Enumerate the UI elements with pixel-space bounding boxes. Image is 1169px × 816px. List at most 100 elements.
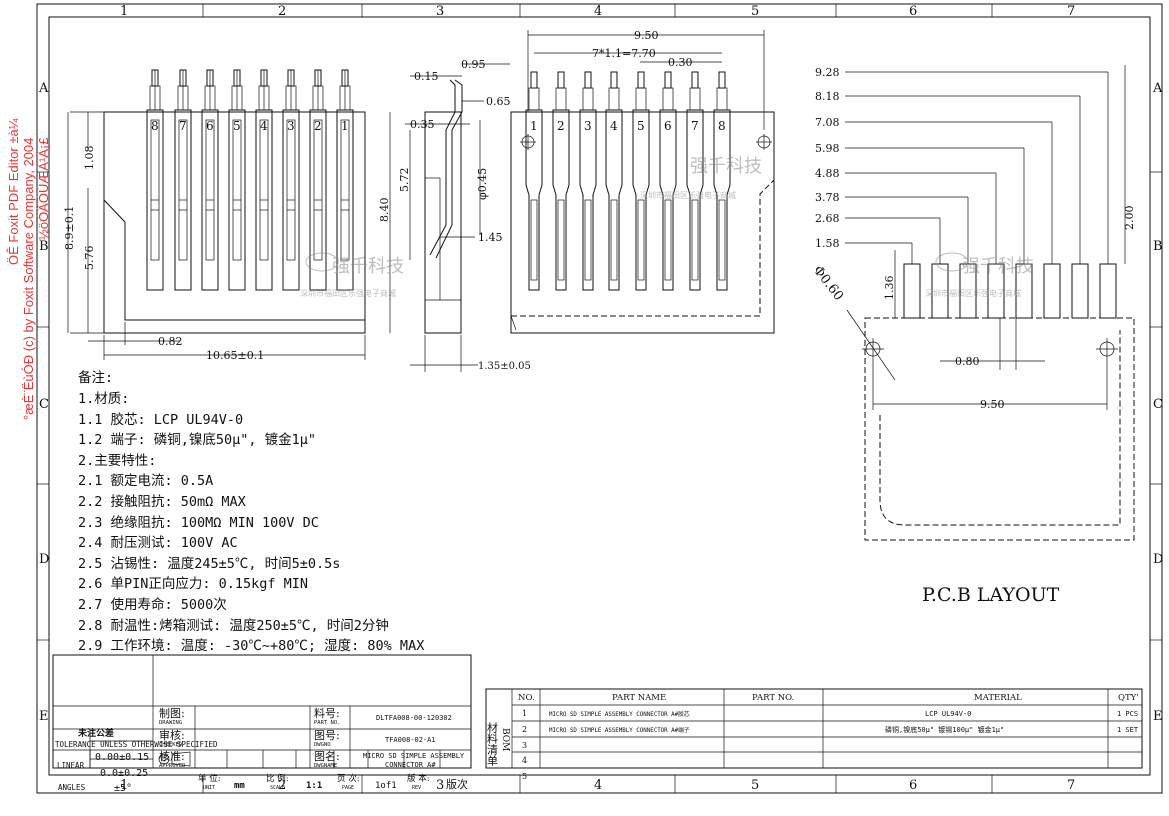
row-label-right: D — [1153, 552, 1163, 567]
bom-header-material: MATERIAL — [974, 693, 1022, 703]
pin-label: 3 — [584, 119, 592, 133]
pin-label: 2 — [557, 119, 565, 133]
pin: 8 — [713, 71, 731, 291]
bom-cell-material: 磷铜,镍底50μ" 镀锡100μ" 镀金1μ" — [885, 725, 1004, 734]
note-line: 2.2 接触阻抗: 50mΩ MAX — [78, 494, 246, 510]
pcb-pad — [903, 263, 921, 319]
bom-cell-name: MICRO SD SIMPLE ASSEMBLY CONNECTOR A#胶芯 — [549, 710, 690, 718]
bom-cell-material: LCP UL94V-0 — [925, 710, 971, 718]
dim-top-950: 9.50 — [634, 29, 659, 42]
side-view: 0.15 0.95 0.65 0.35 5.72 8.40 φ0.45 1.45… — [378, 58, 531, 372]
pcb-pad — [1043, 263, 1061, 319]
pin: 2 — [309, 69, 327, 291]
bom-cell-no: 5 — [522, 772, 527, 781]
col-label-bottom: 7 — [1067, 778, 1075, 793]
pin: 6 — [201, 69, 219, 291]
tolerance-linear-label: LINEAR — [57, 761, 85, 770]
pin-label: 1 — [530, 119, 538, 133]
bom-row: 4 — [522, 756, 527, 765]
bom-letters: BOM — [500, 728, 510, 751]
pcb-layout: 9.288.187.085.984.883.782.681.58 2.00 1.… — [810, 65, 1136, 606]
partno-label: 料号: — [314, 706, 340, 720]
pcb-pad — [1099, 263, 1117, 319]
col-label-bottom: 2 — [278, 778, 286, 793]
bom-cell-name: MICRO SD SIMPLE ASSEMBLY CONNECTOR A#端子 — [549, 726, 690, 734]
dim-offset: 0.82 — [158, 335, 183, 348]
inner-frame — [48, 16, 1151, 776]
dim-pcb-818: 8.18 — [815, 90, 840, 103]
partno-label-en: PART NO. — [314, 720, 341, 726]
tolerance-value-1: 0.00±0.15 — [95, 752, 149, 763]
dim-572: 5.72 — [398, 168, 411, 193]
col-label-bottom: 3 — [436, 778, 444, 793]
pin-label: 4 — [610, 119, 618, 133]
note-line: 2.9 工作环境: 温度: -30℃~+80℃; 湿度: 80% MAX — [78, 638, 425, 655]
pin-label: 4 — [260, 119, 268, 133]
tolerance-angles-label: ANGLES — [58, 783, 86, 792]
pin: 4 — [255, 69, 273, 291]
pin: 1 — [525, 71, 543, 291]
note-line: 1.材质: — [78, 391, 130, 407]
unit-label-en: UNIT — [203, 785, 215, 791]
pin: 5 — [228, 69, 246, 291]
logo-name-2: 强千科技 — [690, 156, 762, 177]
col-label-bottom: 1 — [120, 778, 128, 793]
pin-label: 7 — [179, 119, 187, 133]
col-label-top: 2 — [278, 4, 286, 19]
dwgno-value: TFA008-02-A1 — [385, 736, 436, 744]
dim-pcb-136: 1.36 — [883, 276, 896, 301]
tolerance-title: 未注公差 — [77, 727, 114, 739]
page-label: 页 次: — [337, 773, 360, 784]
unit-value: mm — [234, 781, 245, 791]
dim-035: 0.35 — [410, 118, 435, 131]
page-value: 1of1 — [375, 781, 397, 791]
dim-145: 1.45 — [478, 231, 503, 244]
pin: 5 — [632, 71, 650, 291]
row-label-right: A — [1152, 81, 1163, 96]
dim-pitch: 7*1.1=7.70 — [592, 47, 656, 60]
bom-side-label: 材料清单 — [486, 721, 499, 766]
bom-header-partno: PART NO. — [752, 693, 794, 703]
row-label-left: E — [39, 709, 49, 724]
dim-height-lower: 5.76 — [83, 246, 96, 271]
col-label-top: 7 — [1067, 4, 1075, 19]
note-line: 2.8 耐温性:烤箱测试: 温度250±5℃, 时间2分钟 — [78, 617, 389, 634]
note-line: 2.7 使用寿命: 5000次 — [78, 597, 227, 613]
bom-cell-no: 3 — [522, 741, 527, 750]
pin-label: 6 — [664, 119, 672, 133]
pcb-title: P.C.B LAYOUT — [922, 584, 1060, 606]
pin: 7 — [686, 71, 704, 291]
drawn-label: 制图: — [159, 707, 185, 720]
pin: 6 — [659, 71, 677, 291]
pin-label: 8 — [718, 119, 726, 133]
bom-cell-no: 4 — [522, 756, 527, 765]
col-label-bottom: 6 — [909, 778, 917, 793]
scale-label: 比 例: — [266, 773, 289, 784]
note-line: 1.1 胶芯: LCP UL94V-0 — [78, 411, 244, 428]
pin: 3 — [579, 71, 597, 291]
note-line: 2.6 单PIN正向应力: 0.15kgf MIN — [78, 576, 309, 593]
pin-label: 3 — [287, 119, 295, 133]
pin: 1 — [336, 69, 354, 291]
dim-pcb-158: 1.58 — [815, 237, 840, 250]
dim-pcb-928: 9.28 — [815, 66, 840, 79]
dwgno-label: 图号: — [314, 729, 340, 742]
pin-label: 7 — [691, 119, 699, 133]
dwgname-label-en: DWGNAME — [314, 763, 337, 769]
pin-label: 5 — [233, 119, 241, 133]
col-label-bottom: 5 — [751, 778, 759, 793]
partno-value: DLTFA008-00-120302 — [376, 714, 452, 722]
watermark-line-1: ÖÊ Foxit PDF Editor ±à¼­ — [6, 118, 21, 265]
bom-row: 5 — [522, 772, 527, 781]
bom-header-qty: QTY' — [1118, 693, 1139, 703]
row-label-left: C — [39, 397, 49, 412]
note-line: 1.2 端子: 磷铜,镍底50μ", 镀金1μ" — [78, 432, 317, 449]
rev-label-en: REV — [412, 785, 421, 791]
bom-table: 材料清单 BOM NO. PART NAME PART NO. MATERIAL… — [485, 688, 1143, 781]
dwgno-label-en: DWGNO — [314, 742, 331, 748]
dim-pcb-378: 3.78 — [815, 191, 840, 204]
foxit-watermark: ÖÊ Foxit PDF Editor ±à¼­ °æÈ¨ËùÓÐ (c) by… — [4, 90, 51, 420]
